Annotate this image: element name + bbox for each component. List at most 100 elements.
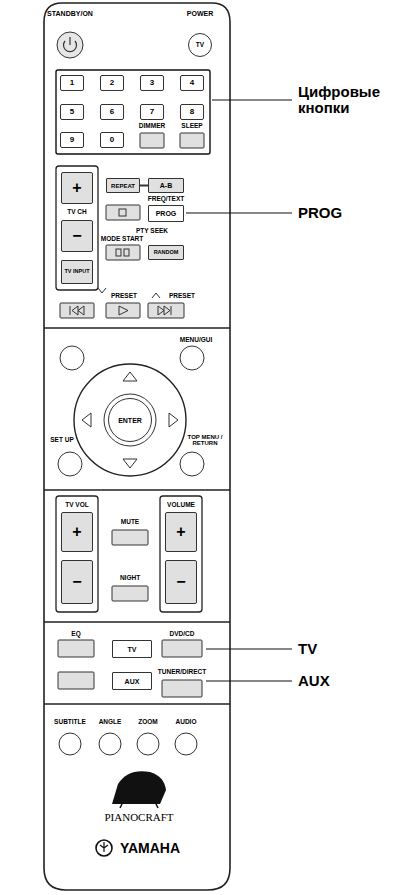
remote-circle: [104, 394, 156, 446]
button-label: AUDIO: [176, 719, 197, 726]
button-label: TV CH: [67, 209, 87, 216]
callout-label: Цифровые кнопки: [298, 84, 398, 116]
remote-rect: [148, 303, 184, 318]
button-text: 5: [70, 108, 74, 116]
button-text: AUX: [125, 678, 140, 685]
aux-input-selector: AUX: [112, 672, 152, 690]
ab-button: A-B: [148, 178, 184, 193]
remote-path: [100, 842, 108, 852]
tv-volume-up-button: +: [61, 512, 93, 552]
remote-line: [206, 648, 292, 649]
remote-line: [44, 621, 230, 622]
remote-circle: [180, 346, 204, 370]
digit-button: 9: [60, 132, 84, 148]
random-button: RANDOM: [148, 245, 184, 260]
button-label: TOP MENU / RETURN: [185, 434, 225, 447]
tv-volume-down-button: −: [61, 560, 93, 604]
remote-rect: [56, 496, 98, 612]
remote-rect: [162, 640, 202, 657]
digit-button: 2: [100, 75, 124, 91]
remote-circle: [58, 452, 82, 476]
button-label: DVD/CD: [170, 631, 195, 638]
button-label: MUTE: [121, 519, 139, 526]
button-label: ANGLE: [99, 719, 122, 726]
remote-circle: [137, 733, 159, 755]
remote-circle: [96, 840, 112, 856]
button-label: FREQ/TEXT: [148, 196, 184, 203]
connector-line: [140, 185, 148, 187]
button-text: 1: [70, 79, 74, 87]
digit-button: 5: [60, 104, 84, 120]
remote-rect: [140, 133, 164, 148]
remote-path: [98, 288, 106, 293]
button-label: NIGHT: [120, 575, 140, 582]
button-label: TV VOL: [65, 502, 88, 509]
button-label: DIMMER: [139, 123, 165, 130]
button-text: ENTER: [118, 417, 142, 424]
remote-circle: [74, 364, 186, 476]
remote-path: [152, 293, 160, 298]
remote-path: [158, 306, 171, 315]
digit-button: 1: [60, 75, 84, 91]
remote-path: [44, 3, 230, 890]
digit-button: 0: [100, 132, 124, 148]
button-text: 7: [150, 108, 154, 116]
remote-rect: [56, 70, 210, 154]
channel-up-button: +: [61, 172, 93, 204]
digit-button: 3: [140, 75, 164, 91]
button-label: MODE START: [101, 236, 144, 243]
button-label: VOLUME: [167, 502, 195, 509]
button-text: +: [176, 524, 185, 540]
button-label: MENU/GUI: [180, 337, 213, 344]
remote-rect: [160, 496, 202, 612]
remote-line: [206, 680, 292, 681]
button-text: 9: [70, 136, 74, 144]
remote-circle: [175, 733, 197, 755]
remote-path: [82, 372, 178, 468]
button-text: 8: [190, 108, 194, 116]
remote-rect: [60, 303, 94, 318]
button-text: TV: [196, 42, 204, 49]
button-text: +: [72, 524, 81, 540]
enter-button: ENTER: [108, 398, 152, 442]
button-text: −: [72, 228, 81, 244]
tv-input-selector: TV: [112, 640, 152, 658]
repeat-button: REPEAT: [106, 178, 140, 193]
button-label: EQ: [71, 631, 80, 638]
volume-up-button: +: [165, 512, 197, 552]
button-text: 0: [110, 136, 114, 144]
callout-label: PROG: [298, 205, 342, 221]
remote-circle: [57, 32, 83, 58]
digit-button: 7: [140, 104, 164, 120]
remote-line: [69, 37, 70, 45]
remote-line: [44, 327, 230, 328]
digit-button: 6: [100, 104, 124, 120]
button-label: TUNER/DIRECT: [158, 669, 206, 676]
digit-button: 4: [180, 75, 204, 91]
button-text: +: [72, 180, 81, 196]
button-text: 3: [150, 79, 154, 87]
button-label: PRESET: [111, 293, 137, 300]
button-label: STANDBY/ON: [47, 10, 93, 17]
button-text: TV INPUT: [64, 269, 89, 275]
button-text: 4: [190, 79, 194, 87]
tv-power-button: TV: [188, 33, 212, 57]
remote-rect: [58, 672, 94, 689]
volume-down-button: −: [165, 560, 197, 604]
remote-path: [119, 306, 128, 315]
remote-rect: [106, 303, 140, 318]
remote-rect: [58, 640, 94, 657]
button-label: ZOOM: [138, 719, 158, 726]
remote-rect: [112, 586, 148, 601]
remote-line: [186, 212, 292, 213]
remote-line: [44, 703, 230, 704]
remote-circle: [59, 733, 81, 755]
remote-line: [156, 804, 158, 808]
button-label: SUBTITLE: [54, 719, 86, 726]
button-label: POWER: [187, 10, 213, 17]
remote-rect: [112, 530, 148, 545]
remote-line: [120, 804, 122, 808]
callout-label: TV: [298, 641, 317, 657]
remote-rect: [116, 249, 121, 256]
